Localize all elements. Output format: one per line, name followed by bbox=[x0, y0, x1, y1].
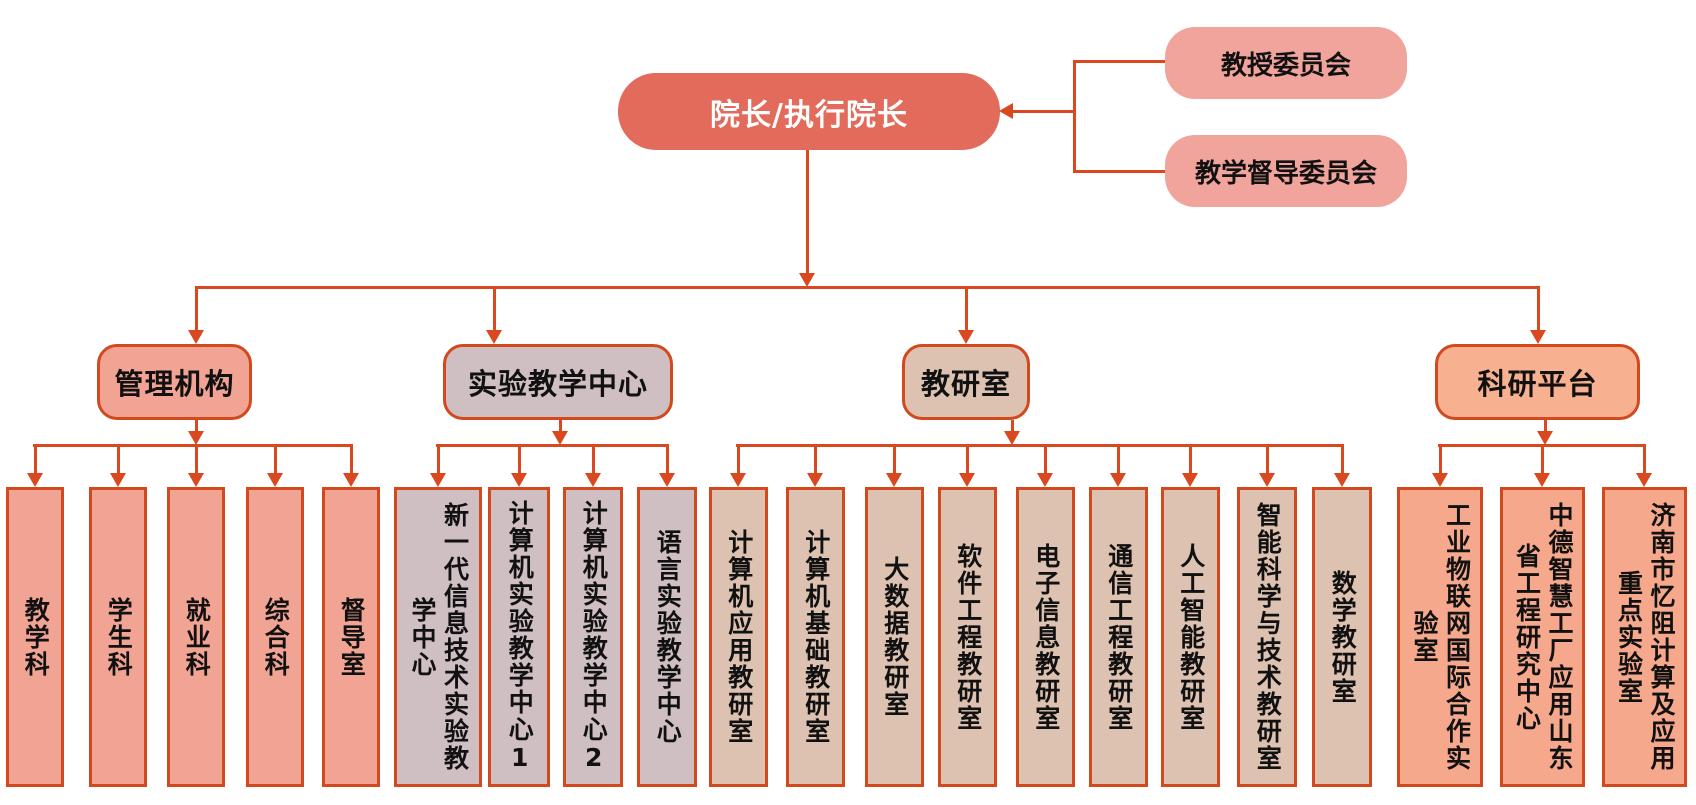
org-leaf-box: 计算机实验教学中心2 bbox=[563, 487, 623, 787]
committee-label: 教学督导委员会 bbox=[1194, 158, 1377, 189]
org-leaf-label: 计算机实验教学中心1 bbox=[505, 500, 535, 774]
connector-leaf-arrow bbox=[188, 444, 204, 487]
connector-leaf-arrow bbox=[110, 444, 126, 487]
org-leaf-box: 计算机应用教研室 bbox=[709, 487, 768, 787]
arrowhead-to-dean bbox=[999, 103, 1013, 119]
connector-leaf-arrow bbox=[1334, 444, 1350, 487]
org-leaf-box: 工业物联网国际合作实验室 bbox=[1397, 487, 1483, 787]
root-box-dean: 院长/执行院长 bbox=[618, 73, 1000, 150]
connector-leaf-arrow bbox=[1636, 444, 1652, 487]
connector-lab-center-down-arrow bbox=[552, 420, 568, 445]
connector-leaf-arrow bbox=[1432, 444, 1448, 487]
connector-leaf-arrow bbox=[267, 444, 283, 487]
connector-dean-down-arrow bbox=[799, 150, 815, 287]
org-leaf-label: 计算机应用教研室 bbox=[724, 529, 754, 745]
org-leaf-box: 督导室 bbox=[322, 487, 380, 787]
connector-top-distribution-line bbox=[195, 286, 1540, 289]
group-header-research-platform: 科研平台 bbox=[1435, 344, 1640, 420]
org-leaf-label: 中德智慧工厂应用山东省工程研究中心 bbox=[1512, 502, 1575, 772]
org-leaf-label: 电子信息教研室 bbox=[1031, 542, 1061, 732]
connector-committee-vertical bbox=[1073, 60, 1076, 173]
org-leaf-box: 学生科 bbox=[89, 487, 147, 787]
connector-leaf-arrow bbox=[511, 444, 527, 487]
org-leaf-box: 数学教研室 bbox=[1312, 487, 1372, 787]
org-leaf-box: 智能科学与技术教研室 bbox=[1237, 487, 1297, 787]
org-leaf-label: 就业科 bbox=[182, 596, 212, 678]
org-leaf-box: 软件工程教研室 bbox=[938, 487, 997, 787]
org-leaf-label: 智能科学与技术教研室 bbox=[1253, 502, 1283, 772]
org-leaf-label: 新一代信息技术实验教学中心 bbox=[408, 502, 470, 772]
org-leaf-box: 综合科 bbox=[246, 487, 304, 787]
connector-leaf-arrow bbox=[1534, 444, 1550, 487]
org-leaf-label: 数学教研室 bbox=[1328, 569, 1358, 705]
connector-leaf-arrow bbox=[430, 444, 446, 487]
org-leaf-label: 济南市忆阻计算及应用重点实验室 bbox=[1614, 502, 1677, 772]
connector-committee-to-dean bbox=[1010, 110, 1076, 113]
connector-leaf-arrow bbox=[1110, 444, 1126, 487]
connector-research-platform-down-arrow bbox=[1537, 420, 1553, 445]
org-leaf-label: 语言实验教学中心 bbox=[653, 529, 683, 745]
committee-box-professors: 教授委员会 bbox=[1165, 27, 1407, 99]
group-header-teaching-research: 教研室 bbox=[902, 344, 1030, 420]
org-leaf-box: 计算机实验教学中心1 bbox=[488, 487, 550, 787]
connector-committee-stub-top bbox=[1073, 60, 1165, 63]
root-label: 院长/执行院长 bbox=[710, 97, 908, 133]
org-leaf-label: 工业物联网国际合作实验室 bbox=[1410, 502, 1472, 772]
org-leaf-box: 语言实验教学中心 bbox=[637, 487, 697, 787]
connector-leaf-arrow bbox=[1259, 444, 1275, 487]
org-leaf-box: 教学科 bbox=[6, 487, 64, 787]
connector-leaf-arrow bbox=[730, 444, 746, 487]
org-leaf-label: 计算机实验教学中心2 bbox=[579, 500, 609, 774]
connector-leaf-arrow bbox=[807, 444, 823, 487]
org-leaf-label: 教学科 bbox=[21, 596, 51, 678]
committee-box-teaching-supervision: 教学督导委员会 bbox=[1165, 135, 1407, 207]
connector-teaching-research-down-arrow bbox=[1004, 420, 1020, 445]
org-leaf-label: 大数据教研室 bbox=[880, 556, 910, 718]
org-leaf-box: 新一代信息技术实验教学中心 bbox=[394, 487, 482, 787]
connector-leaf-arrow bbox=[27, 444, 43, 487]
org-leaf-box: 人工智能教研室 bbox=[1161, 487, 1220, 787]
org-leaf-label: 督导室 bbox=[337, 596, 367, 678]
connector-leaf-arrow bbox=[886, 444, 902, 487]
connector-group2-line bbox=[436, 444, 669, 447]
group-header-label: 实验教学中心 bbox=[467, 367, 648, 401]
connector-leaf-arrow bbox=[659, 444, 675, 487]
connector-arrow-to-research-platform bbox=[1530, 286, 1546, 344]
org-leaf-box: 济南市忆阻计算及应用重点实验室 bbox=[1602, 487, 1687, 787]
org-leaf-box: 通信工程教研室 bbox=[1089, 487, 1148, 787]
org-leaf-box: 计算机基础教研室 bbox=[786, 487, 845, 787]
connector-leaf-arrow bbox=[1037, 444, 1053, 487]
connector-leaf-arrow bbox=[343, 444, 359, 487]
org-leaf-label: 学生科 bbox=[104, 596, 134, 678]
org-leaf-label: 通信工程教研室 bbox=[1104, 542, 1134, 732]
org-leaf-box: 就业科 bbox=[167, 487, 225, 787]
group-header-management: 管理机构 bbox=[97, 344, 252, 420]
org-leaf-box: 中德智慧工厂应用山东省工程研究中心 bbox=[1500, 487, 1585, 787]
org-leaf-label: 人工智能教研室 bbox=[1176, 542, 1206, 732]
connector-leaf-arrow bbox=[1182, 444, 1198, 487]
connector-arrow-to-management bbox=[188, 286, 204, 344]
connector-group3-line bbox=[736, 444, 1344, 447]
group-header-label: 科研平台 bbox=[1477, 367, 1598, 401]
org-leaf-label: 综合科 bbox=[261, 596, 291, 678]
connector-group1-line bbox=[33, 444, 353, 447]
group-header-label: 教研室 bbox=[920, 367, 1011, 401]
connector-arrow-to-lab-center bbox=[486, 286, 502, 344]
org-leaf-box: 电子信息教研室 bbox=[1016, 487, 1075, 787]
org-leaf-label: 软件工程教研室 bbox=[953, 542, 983, 732]
org-leaf-box: 大数据教研室 bbox=[865, 487, 924, 787]
connector-leaf-arrow bbox=[585, 444, 601, 487]
group-header-label: 管理机构 bbox=[114, 367, 235, 401]
connector-arrow-to-teaching-research bbox=[958, 286, 974, 344]
connector-leaf-arrow bbox=[959, 444, 975, 487]
connector-management-down-arrow bbox=[188, 420, 204, 445]
committee-label: 教授委员会 bbox=[1220, 50, 1351, 81]
org-leaf-label: 计算机基础教研室 bbox=[801, 529, 831, 745]
group-header-lab-center: 实验教学中心 bbox=[443, 344, 673, 420]
connector-committee-stub-bottom bbox=[1073, 170, 1165, 173]
